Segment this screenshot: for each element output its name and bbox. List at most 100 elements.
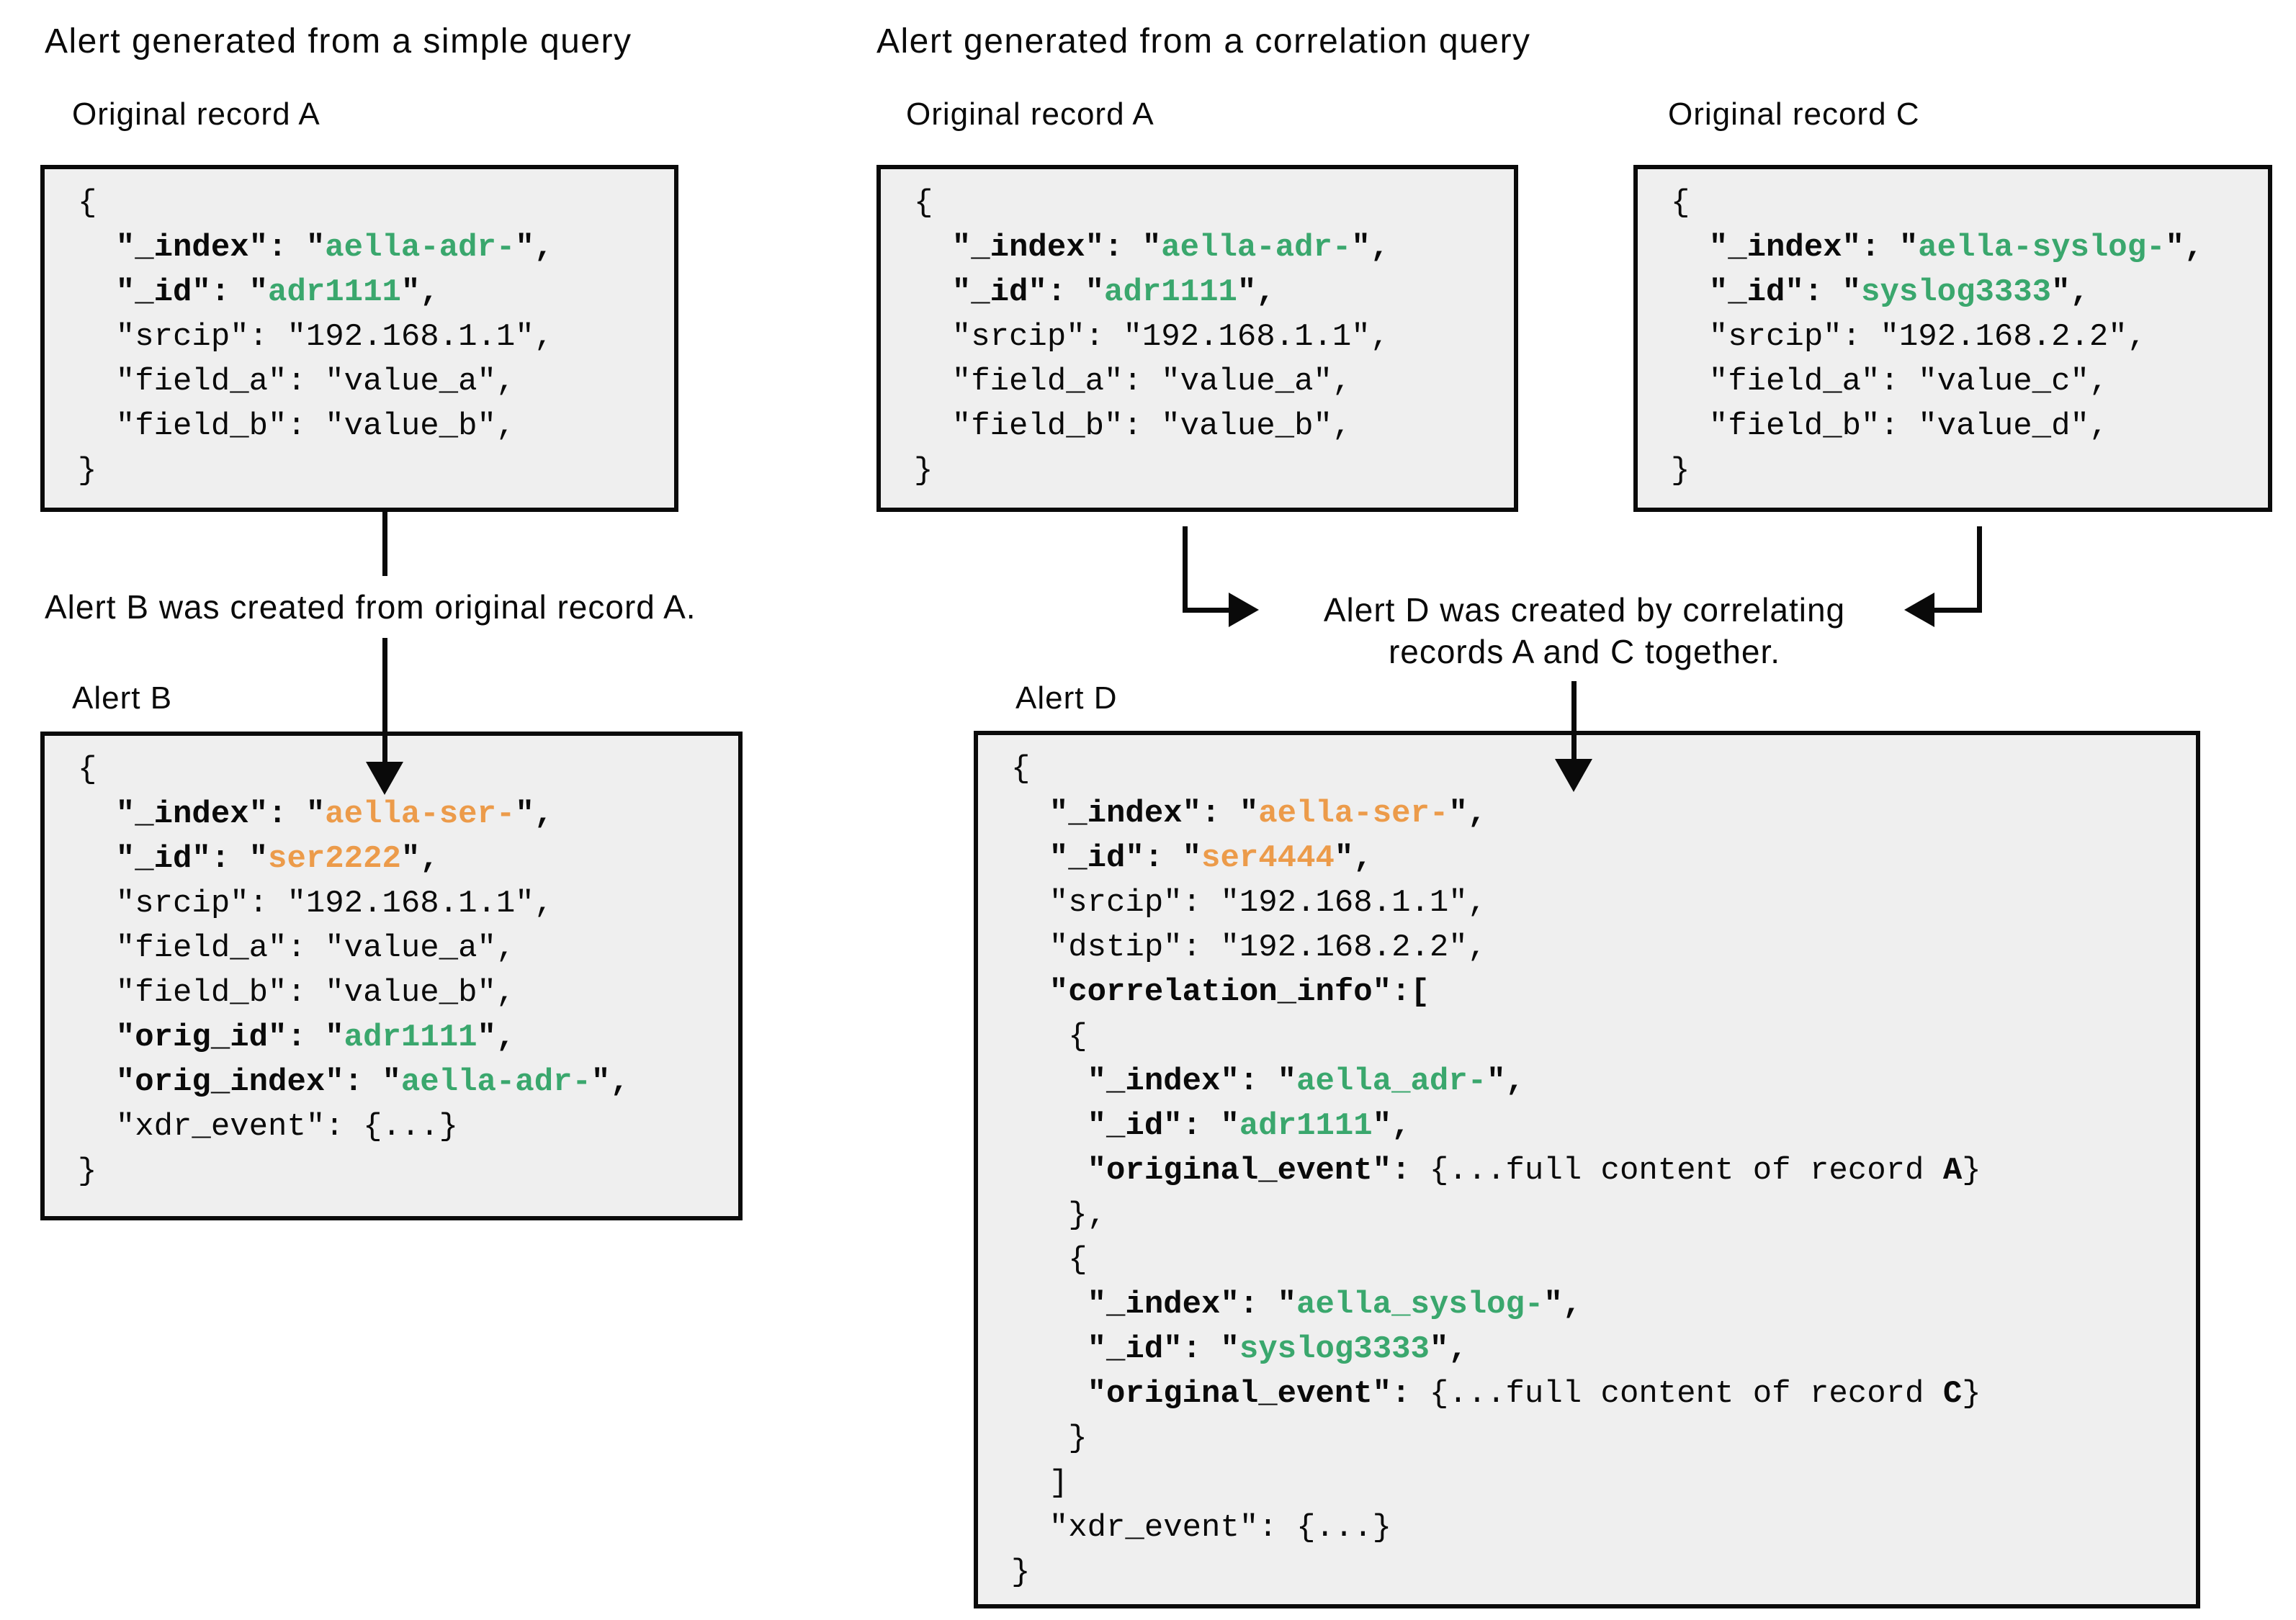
code-line: }, <box>1011 1193 2189 1238</box>
code-line: "original_event": {...full content of re… <box>1011 1372 2189 1416</box>
code-line: "srcip": "192.168.2.2", <box>1671 315 2261 359</box>
code-line: "_id": "syslog3333", <box>1671 270 2261 315</box>
code-line: { <box>1671 181 2261 225</box>
code-segment: { <box>1671 185 1690 221</box>
code-segment: ", <box>1372 1108 1411 1144</box>
code-segment: adr1111 <box>1104 274 1237 310</box>
code-segment: "orig_id": " <box>78 1020 344 1056</box>
code-segment: aella_adr- <box>1296 1063 1487 1099</box>
code-segment: ser4444 <box>1201 840 1335 876</box>
code-segment: aella-ser- <box>1258 796 1449 832</box>
correlation-annotation-line1: Alert D was created by correlating <box>1323 591 1846 629</box>
code-segment: "_index": " <box>1671 230 1919 266</box>
code-segment: syslog3333 <box>1239 1331 1430 1367</box>
code-line: "_index": "aella_syslog-", <box>1011 1282 2189 1327</box>
code-line: "srcip": "192.168.1.1", <box>1011 881 2189 925</box>
code-segment: ", <box>477 1020 516 1056</box>
record-c-label: Original record C <box>1668 96 1920 132</box>
code-segment: "field_b": "value_b", <box>914 408 1352 444</box>
code-segment: } <box>914 453 933 489</box>
code-segment: "srcip": "192.168.1.1", <box>78 319 554 355</box>
code-segment: { <box>78 185 97 221</box>
code-segment: A <box>1942 1153 1963 1189</box>
code-line: "field_b": "value_b", <box>78 404 667 449</box>
code-segment: "_id": " <box>78 274 269 310</box>
code-line: "field_b": "value_d", <box>1671 404 2261 449</box>
record-a-label: Original record A <box>72 96 320 132</box>
arrow-shaft <box>1977 526 1982 613</box>
arrowhead-right-icon <box>1229 593 1259 627</box>
code-segment: "_index": " <box>1011 796 1259 832</box>
code-segment: {...full content of record <box>1429 1376 1943 1412</box>
arrowhead-left-icon <box>1904 593 1934 627</box>
code-segment: "orig_index": " <box>78 1064 401 1100</box>
code-segment: ", <box>1334 840 1373 876</box>
code-line: "srcip": "192.168.1.1", <box>78 315 667 359</box>
code-segment: "field_a": "value_c", <box>1671 364 2109 400</box>
code-segment: "_id": " <box>1011 840 1202 876</box>
code-line: "xdr_event": {...} <box>78 1104 731 1149</box>
code-segment: aella_syslog- <box>1296 1287 1544 1323</box>
code-line: "xdr_event": {...} <box>1011 1506 2189 1550</box>
code-segment: ", <box>515 230 554 266</box>
code-segment: } <box>78 1153 97 1189</box>
code-line: "_index": "aella-adr-", <box>914 225 1507 270</box>
code-segment: "srcip": "192.168.1.1", <box>914 319 1390 355</box>
code-segment: ser2222 <box>268 841 401 877</box>
code-segment: { <box>1011 1242 1088 1278</box>
code-segment: } <box>1962 1376 1981 1412</box>
code-segment: ", <box>515 796 554 832</box>
code-line: { <box>78 747 731 792</box>
code-segment: "field_a": "value_a", <box>914 364 1352 400</box>
arrow-shaft <box>1934 608 1982 613</box>
code-segment: ", <box>2165 230 2204 266</box>
code-segment: "_index": " <box>78 230 326 266</box>
code-line: "_id": "adr1111", <box>1011 1104 2189 1148</box>
code-line: "field_a": "value_a", <box>914 359 1507 404</box>
code-segment: "field_b": "value_d", <box>1671 408 2109 444</box>
code-line: ] <box>1011 1461 2189 1506</box>
code-line: "field_b": "value_b", <box>78 971 731 1015</box>
code-line: } <box>78 1149 731 1194</box>
arrow-shaft <box>1183 608 1230 613</box>
code-segment: "_index": " <box>78 796 326 832</box>
correlation-annotation-line2: records A and C together. <box>1388 633 1781 670</box>
arrowhead-down-icon <box>366 762 403 795</box>
code-line: "_index": "aella-syslog-", <box>1671 225 2261 270</box>
code-segment: adr1111 <box>1239 1108 1373 1144</box>
code-line: "correlation_info":[ <box>1011 970 2189 1014</box>
code-segment: "_id": " <box>1671 274 1862 310</box>
code-segment: "field_a": "value_a", <box>78 364 516 400</box>
code-line: "_id": "adr1111", <box>914 270 1507 315</box>
code-segment: { <box>1011 1019 1088 1055</box>
code-segment: "correlation_info":[ <box>1011 974 1430 1010</box>
code-line: { <box>1011 1238 2189 1282</box>
code-segment: {...full content of record <box>1429 1153 1943 1189</box>
code-segment: }, <box>1011 1197 1107 1233</box>
code-segment: { <box>78 752 97 788</box>
code-segment: ", <box>400 841 439 877</box>
code-segment: "field_b": "value_b", <box>78 408 516 444</box>
code-line: { <box>914 181 1507 225</box>
code-segment: aella-adr- <box>1161 230 1352 266</box>
code-line: } <box>1011 1550 2189 1595</box>
code-segment: adr1111 <box>268 274 401 310</box>
code-segment: } <box>1671 453 1690 489</box>
code-line: "orig_index": "aella-adr-", <box>78 1060 731 1104</box>
code-segment: { <box>1011 751 1031 787</box>
code-segment: "field_a": "value_a", <box>78 930 516 966</box>
code-line: } <box>78 449 667 493</box>
code-line: "_id": "adr1111", <box>78 270 667 315</box>
code-segment: C <box>1942 1376 1963 1412</box>
code-segment: ", <box>1486 1063 1525 1099</box>
code-segment: ", <box>1543 1287 1582 1323</box>
code-segment: "xdr_event": {...} <box>78 1109 459 1145</box>
code-segment: ", <box>1448 796 1487 832</box>
code-line: { <box>1011 747 2189 791</box>
code-line: "srcip": "192.168.1.1", <box>914 315 1507 359</box>
correlation-query-section-title: Alert generated from a correlation query <box>876 22 1531 60</box>
arrow-shaft <box>382 512 387 765</box>
code-line: "dstip": "192.168.2.2", <box>1011 925 2189 970</box>
alert-d-label: Alert D <box>1015 680 1118 716</box>
code-segment: ", <box>591 1064 629 1100</box>
